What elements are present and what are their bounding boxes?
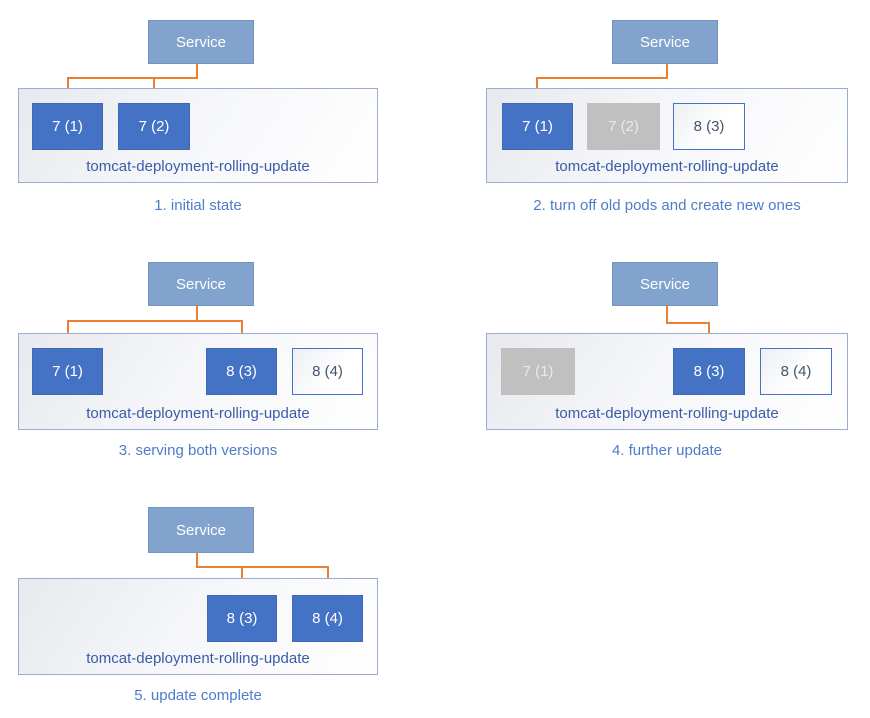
connector-line (241, 566, 243, 586)
pod: 8 (3) (673, 348, 745, 395)
step-caption: 4. further update (611, 442, 723, 459)
pod: 8 (4) (292, 595, 363, 642)
service-box: Service (148, 20, 254, 64)
pod-label: 8 (3) (693, 118, 725, 135)
step-caption: 2. turn off old pods and create new ones (533, 197, 801, 214)
pod: 8 (3) (673, 103, 745, 150)
connector-line (67, 320, 243, 322)
connector-line (196, 566, 329, 568)
pod: 8 (4) (292, 348, 363, 395)
connector-line (153, 77, 155, 94)
deployment-label: tomcat-deployment-rolling-update (555, 405, 779, 422)
pod-label: 8 (4) (312, 363, 343, 380)
pod: 7 (1) (32, 348, 103, 395)
service-label: Service (175, 521, 227, 539)
connector-line (67, 77, 198, 79)
service-label: Service (639, 275, 691, 293)
connector-line (240, 320, 243, 339)
pod-label: 7 (2) (608, 118, 639, 135)
connector-line (326, 566, 329, 586)
step-caption: 5. update complete (134, 687, 262, 704)
connector-line (536, 77, 538, 94)
pod: 7 (2) (118, 103, 190, 150)
connector-line (196, 64, 198, 78)
connector-line (67, 320, 69, 339)
connector-line (536, 77, 668, 79)
deployment-label: tomcat-deployment-rolling-update (86, 650, 310, 667)
pod-label: 7 (1) (52, 363, 83, 380)
pod-label: 7 (2) (138, 118, 170, 135)
step-caption: 1. initial state (154, 197, 242, 214)
connector-line (666, 306, 668, 324)
step-caption: 3. serving both versions (118, 442, 278, 459)
panel-step-1: Service tomcat-deployment-rolling-update… (0, 0, 435, 240)
panel-step-3: Service tomcat-deployment-rolling-update… (0, 240, 435, 480)
service-label: Service (639, 33, 691, 51)
pod-label: 7 (1) (522, 118, 553, 135)
pod-label: 7 (1) (52, 118, 83, 135)
deployment-label: tomcat-deployment-rolling-update (86, 405, 310, 422)
service-box: Service (612, 20, 718, 64)
panel-step-2: Service tomcat-deployment-rolling-update… (435, 0, 870, 240)
service-box: Service (148, 507, 254, 553)
connector-line (666, 322, 710, 324)
deployment-label: tomcat-deployment-rolling-update (86, 158, 310, 175)
connector-line (708, 322, 710, 339)
connector-line (67, 77, 69, 94)
pod: 8 (3) (206, 348, 277, 395)
service-box: Service (148, 262, 254, 306)
panel-step-5: Service tomcat-deployment-rolling-update… (0, 480, 435, 718)
pod: 7 (1) (501, 348, 575, 395)
panel-step-4: Service tomcat-deployment-rolling-update… (435, 240, 870, 480)
service-label: Service (175, 33, 227, 51)
pod: 7 (1) (502, 103, 573, 150)
connector-line (196, 553, 198, 568)
pod-label: 8 (3) (226, 610, 258, 627)
connector-line (666, 64, 668, 78)
pod-label: 8 (3) (226, 363, 257, 380)
pod-label: 7 (1) (522, 363, 554, 380)
service-label: Service (175, 275, 227, 293)
connector-line (196, 306, 198, 322)
pod: 7 (1) (32, 103, 103, 150)
pod: 8 (3) (207, 595, 277, 642)
pod-label: 8 (3) (693, 363, 725, 380)
pod-label: 8 (4) (780, 363, 812, 380)
service-box: Service (612, 262, 718, 306)
pod: 8 (4) (760, 348, 832, 395)
pod: 7 (2) (587, 103, 660, 150)
deployment-label: tomcat-deployment-rolling-update (555, 158, 779, 175)
pod-label: 8 (4) (312, 610, 343, 627)
